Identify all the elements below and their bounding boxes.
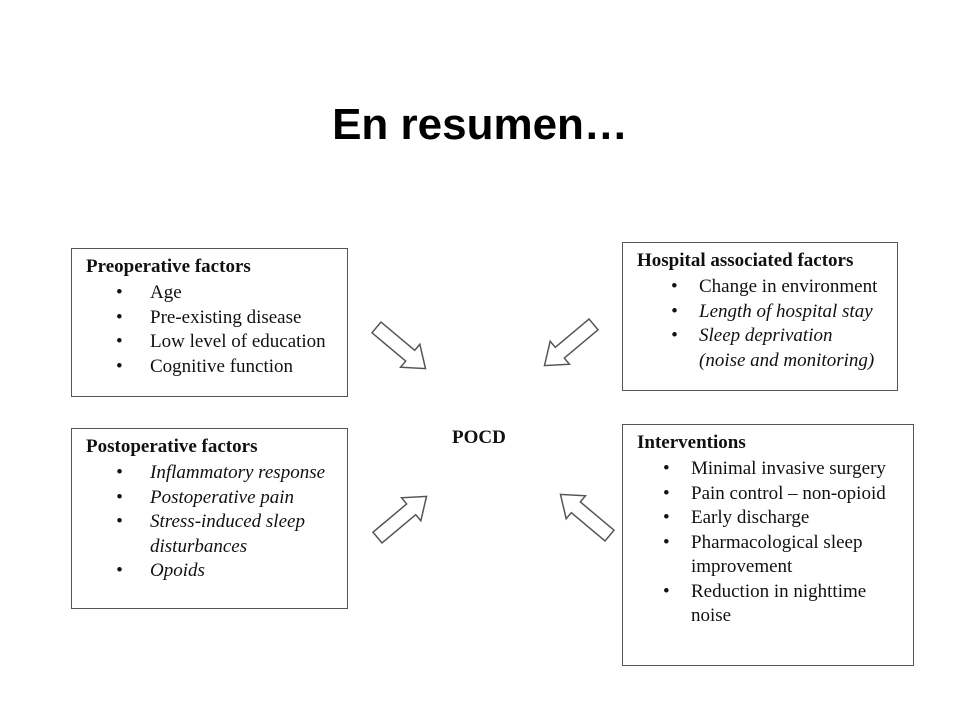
interventions-box: Interventions Minimal invasive surgery P… <box>622 424 914 666</box>
list-item: Reduction in nighttime <box>637 580 903 605</box>
list-item: Pre-existing disease <box>86 306 337 331</box>
box-heading: Postoperative factors <box>86 436 258 457</box>
box-heading: Interventions <box>637 432 746 453</box>
arrow-down-right-icon <box>370 321 427 370</box>
list-item: Cognitive function <box>86 355 337 380</box>
list-item: Early discharge <box>637 506 903 531</box>
list-item-continuation: improvement <box>637 555 903 580</box>
hospital-factors-box: Hospital associated factors Change in en… <box>622 242 898 391</box>
preoperative-factors-box: Preoperative factors Age Pre-existing di… <box>71 248 348 397</box>
arrow-down-left-icon <box>543 318 600 367</box>
list-item: Inflammatory response <box>86 461 337 486</box>
box-heading: Hospital associated factors <box>637 250 854 271</box>
list-item: Sleep deprivation <box>637 324 887 349</box>
list-item: Pain control – non-opioid <box>637 482 903 507</box>
list-item-continuation: (noise and monitoring) <box>637 349 887 374</box>
continuation-text: noise <box>691 605 732 626</box>
list-item: Opoids <box>86 559 337 584</box>
arrow-up-left-icon <box>559 493 616 542</box>
box-heading: Preoperative factors <box>86 256 251 277</box>
list-item: Age <box>86 281 337 306</box>
postoperative-factors-box: Postoperative factors Inflammatory respo… <box>71 428 348 609</box>
list-item: Change in environment <box>637 275 887 300</box>
continuation-text: improvement <box>691 556 793 577</box>
list-item: Stress-induced sleep <box>86 510 337 535</box>
list-item: Pharmacological sleep <box>637 531 903 556</box>
list-item: Length of hospital stay <box>637 300 887 325</box>
list-item: Low level of education <box>86 330 337 355</box>
continuation-text: disturbances <box>150 535 248 557</box>
slide-title: En resumen… <box>332 100 628 149</box>
list-item: Minimal invasive surgery <box>637 457 903 482</box>
list-item-continuation: disturbances <box>86 535 337 560</box>
continuation-text: (noise and monitoring) <box>699 349 875 371</box>
arrow-up-right-icon <box>371 495 428 544</box>
pocd-label: POCD <box>452 427 506 448</box>
list-item: Postoperative pain <box>86 486 337 511</box>
list-item-continuation: noise <box>637 604 903 629</box>
